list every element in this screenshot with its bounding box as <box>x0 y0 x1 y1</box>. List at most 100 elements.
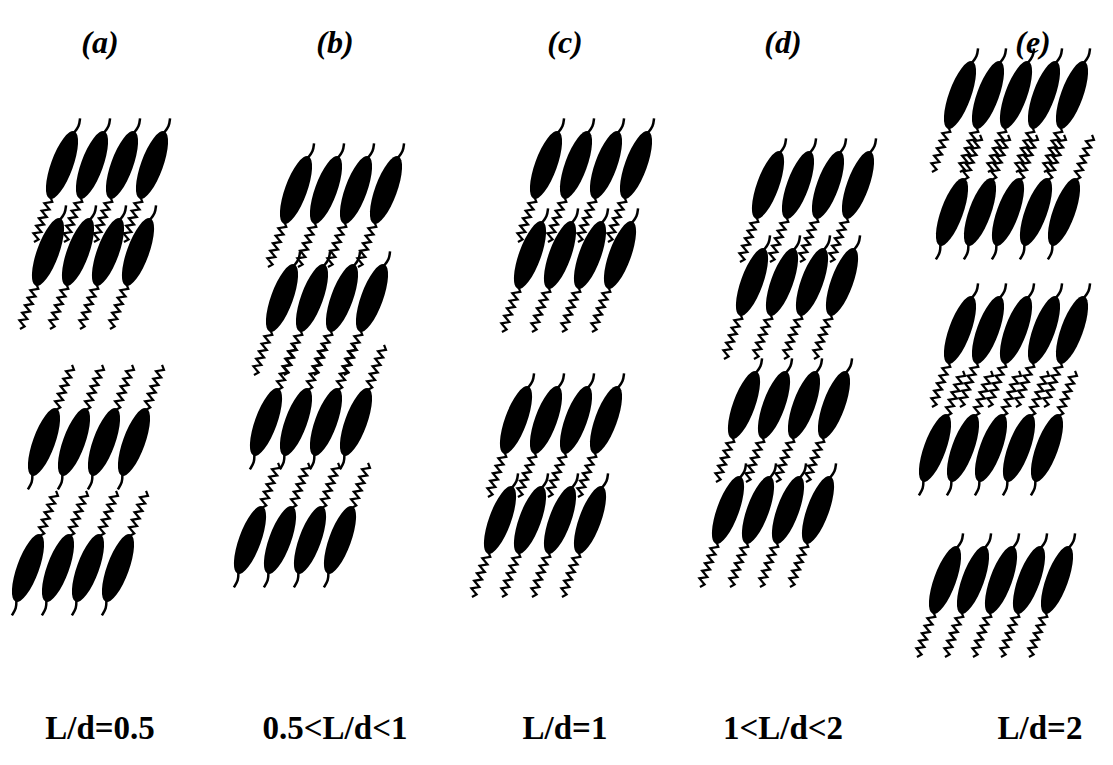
alkyl-chain <box>974 371 993 416</box>
mesogen-molecule <box>1024 371 1077 495</box>
mesogen-molecule <box>317 463 370 587</box>
mesogen-core <box>795 472 840 547</box>
ratio-label: L/d=1 <box>523 712 608 745</box>
molecule-tail <box>572 473 578 488</box>
alkyl-chain <box>753 314 772 359</box>
molecule-row <box>227 463 370 587</box>
molecule-tail <box>324 251 330 266</box>
mesogen-core <box>811 367 856 442</box>
molecule-tail <box>338 143 344 158</box>
alkyl-chain <box>1028 612 1047 657</box>
mesogen-molecule <box>95 491 148 615</box>
molecule-tail <box>164 118 170 133</box>
alkyl-chain <box>531 552 550 597</box>
molecule-tail <box>134 118 140 133</box>
molecule-tail <box>398 143 404 158</box>
molecule-tail <box>528 373 534 388</box>
alkyl-chain <box>789 542 808 587</box>
mesogen-molecule <box>357 143 408 267</box>
ratio-label: 1<L/d<2 <box>723 712 843 745</box>
mesogen-molecule <box>561 473 612 597</box>
molecule-tail <box>120 205 126 220</box>
alkyl-chain <box>805 437 824 482</box>
alkyl-chain <box>547 452 566 497</box>
molecule-tail <box>602 473 608 488</box>
molecule-tail <box>972 283 978 298</box>
alkyl-chain <box>944 612 963 657</box>
alkyl-chain <box>1075 135 1094 180</box>
molecule-row <box>253 251 394 375</box>
panel-letter: (a) <box>81 26 118 58</box>
alkyl-chain <box>367 345 386 390</box>
mesogen-molecule <box>109 205 160 329</box>
molecule-tail <box>294 251 300 266</box>
molecule-row <box>471 473 612 597</box>
molecule-tail <box>972 48 978 63</box>
molecule-tail <box>588 118 594 133</box>
alkyl-chain <box>99 491 118 536</box>
mesogen-core <box>613 127 658 202</box>
alkyl-chain <box>561 287 580 332</box>
alkyl-chain <box>501 552 520 597</box>
alkyl-chain <box>115 365 134 410</box>
molecule-tail <box>975 480 980 495</box>
molecule-tail <box>324 572 329 587</box>
alkyl-chain <box>277 345 296 390</box>
molecule-tail <box>936 244 941 259</box>
mesogen-core <box>111 404 156 479</box>
molecule-tail <box>72 600 77 615</box>
molecule-tail <box>870 138 876 153</box>
molecule-tail <box>118 474 123 489</box>
alkyl-chain <box>357 222 376 267</box>
alkyl-chain <box>253 330 272 375</box>
molecule-tail <box>618 373 624 388</box>
mesogen-molecule <box>805 358 856 482</box>
alkyl-chain <box>283 330 302 375</box>
alkyl-chain <box>39 491 58 536</box>
alkyl-chain <box>1000 612 1019 657</box>
alkyl-chain <box>972 612 991 657</box>
mesogen-molecule <box>591 208 642 332</box>
panel-letter: (b) <box>316 26 353 58</box>
alkyl-chain <box>517 452 536 497</box>
alkyl-chain <box>267 222 286 267</box>
molecule-tail <box>854 235 860 250</box>
alkyl-chain <box>729 542 748 587</box>
mesogen-core <box>1041 174 1086 249</box>
molecule-tail <box>264 572 269 587</box>
alkyl-chain <box>313 330 332 375</box>
mesogen-core <box>583 382 628 457</box>
mesogen-core <box>363 152 408 227</box>
alkyl-chain <box>327 222 346 267</box>
molecule-tail <box>58 474 63 489</box>
alkyl-chain <box>916 612 935 657</box>
molecule-tail <box>354 251 360 266</box>
molecule-tail <box>1056 48 1062 63</box>
molecule-tail <box>846 358 852 373</box>
molecule-tail <box>294 572 299 587</box>
mesogen-molecule <box>333 345 386 469</box>
molecule-tail <box>234 572 239 587</box>
mesogen-core <box>349 260 394 335</box>
molecule-row <box>916 533 1079 657</box>
alkyl-chain <box>85 365 104 410</box>
mesogen-molecule <box>111 365 164 489</box>
alkyl-chain <box>145 365 164 410</box>
molecule-row <box>243 345 386 469</box>
alkyl-chain <box>1047 135 1066 180</box>
alkyl-chain <box>487 452 506 497</box>
alkyl-chain <box>699 542 718 587</box>
molecule-tail <box>1041 533 1047 548</box>
mesogen-molecule <box>829 138 880 262</box>
molecule-tail <box>1000 283 1006 298</box>
molecule-tail <box>786 358 792 373</box>
molecule-row <box>929 135 1094 259</box>
molecule-tail <box>250 454 255 469</box>
molecule-tail <box>102 600 107 615</box>
alkyl-chain <box>343 330 362 375</box>
alkyl-chain <box>261 463 280 508</box>
molecule-row <box>715 358 856 482</box>
molecule-tail <box>512 473 518 488</box>
alkyl-chain <box>337 345 356 390</box>
